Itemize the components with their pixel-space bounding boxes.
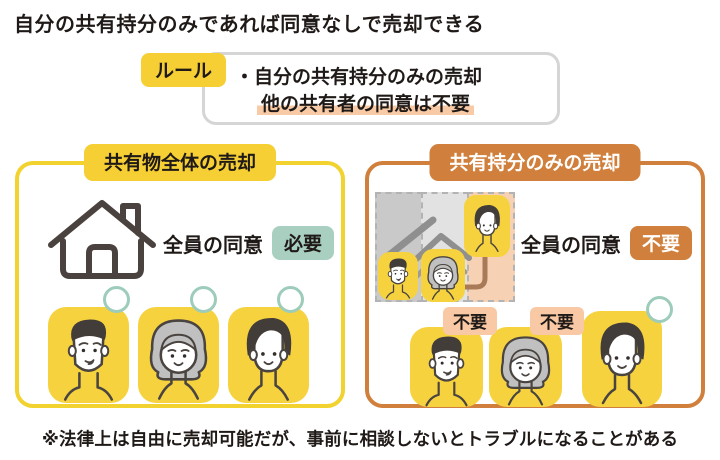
avatar-young-person-seller: [582, 311, 662, 407]
panel-share-only-sale: 共有持分のみの売却 全: [365, 144, 705, 408]
avatar-young-person: [228, 307, 309, 403]
split-house-illustration: [375, 192, 515, 302]
page-title: 自分の共有持分のみであれば同意なしで売却できる: [14, 14, 485, 36]
member-badge-not-required: 不要: [530, 307, 584, 335]
avatar-woman: [138, 307, 219, 403]
mini-avatar-man: [378, 252, 418, 300]
rule-highlighted-line: 他の共有者の同意は不要: [257, 91, 547, 118]
left-consent-row: 全員の同意 必要: [163, 226, 335, 260]
house-icon: [48, 200, 156, 279]
panel-whole-property-sale: 共有物全体の売却 全員の同意 必要: [15, 144, 345, 408]
panel-left-header: 共有物全体の売却: [83, 144, 277, 181]
footnote: ※法律上は自由に売却可能だが、事前に相談しないとトラブルになることがある: [41, 429, 679, 449]
rule-badge: ルール: [141, 53, 227, 87]
rule-box: ・自分の共有持分のみの売却 他の共有者の同意は不要: [202, 52, 560, 125]
member-badge-not-required: 不要: [443, 307, 497, 335]
panel-right-header: 共有持分のみの売却: [429, 144, 641, 181]
avatar-woman: [489, 327, 562, 407]
agreement-circle-icon: [190, 286, 217, 313]
left-consent-badge-required: 必要: [272, 226, 335, 260]
mini-avatar-woman: [421, 249, 465, 302]
right-consent-badge-not-required: 不要: [630, 226, 693, 260]
agreement-circle-icon: [103, 286, 130, 313]
avatar-man: [410, 327, 483, 407]
right-consent-row: 全員の同意 不要: [521, 226, 693, 260]
left-consent-label: 全員の同意: [163, 234, 263, 257]
avatar-man: [48, 307, 129, 403]
agreement-circle-icon: [646, 296, 673, 323]
agreement-circle-icon: [277, 286, 304, 313]
right-consent-label: 全員の同意: [521, 234, 621, 257]
mini-avatar-young-person: [464, 195, 510, 257]
rule-bullet-line: ・自分の共有持分のみの売却: [235, 67, 483, 88]
